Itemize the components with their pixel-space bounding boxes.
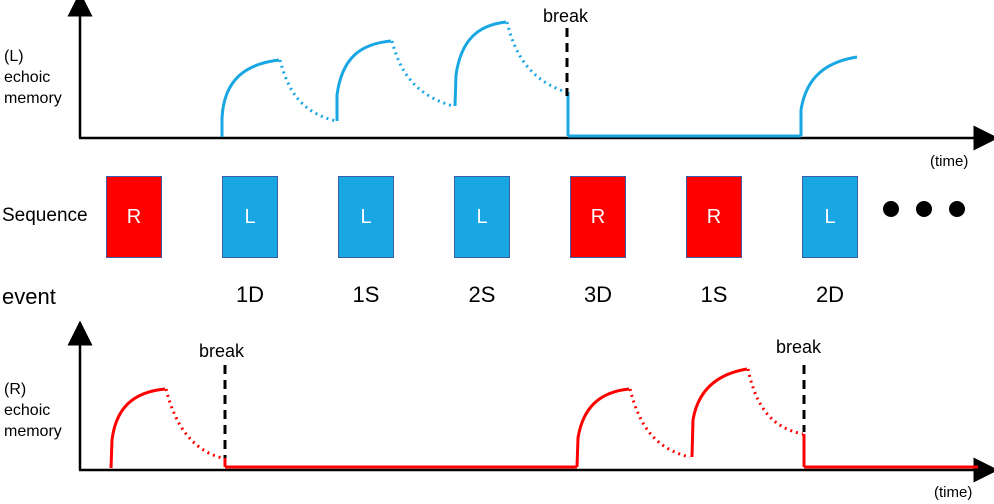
block-letter: L bbox=[360, 205, 372, 228]
event-code: 2S bbox=[468, 282, 496, 307]
top-break-label: break bbox=[543, 6, 589, 26]
bottom-axis-label-line: (R) bbox=[4, 381, 27, 398]
event-code: 2D bbox=[815, 282, 845, 307]
top-time-label: (time) bbox=[930, 153, 969, 170]
block-letter: R bbox=[590, 205, 606, 228]
event-code: 1S bbox=[352, 282, 380, 307]
block-letter: R bbox=[126, 205, 142, 228]
sequence-block-l: L bbox=[802, 176, 858, 258]
bottom-axis-label-line: echoic bbox=[4, 402, 51, 419]
top-axis-label-line: (L) bbox=[4, 48, 24, 65]
block-letter: L bbox=[476, 205, 488, 228]
top-axis-label-line: memory bbox=[4, 90, 62, 107]
event-code: 1S bbox=[700, 282, 728, 307]
event-code: 3D bbox=[583, 282, 613, 307]
block-letter: L bbox=[244, 205, 256, 228]
block-letter: L bbox=[824, 205, 836, 228]
bottom-memory-curve bbox=[109, 367, 978, 469]
bottom-axis-label: (R) echoic memory bbox=[4, 379, 62, 442]
continuation-dot bbox=[949, 201, 965, 217]
bottom-break-label-1: break bbox=[199, 341, 245, 361]
sequence-block-l: L bbox=[222, 176, 278, 258]
sequence-block-r: R bbox=[570, 176, 626, 258]
top-memory-curve bbox=[220, 20, 858, 138]
sequence-block-r: R bbox=[686, 176, 742, 258]
continuation-dot bbox=[883, 201, 899, 217]
sequence-label: Sequence bbox=[2, 205, 88, 226]
bottom-axis-label-line: memory bbox=[4, 423, 62, 440]
bottom-time-label: (time) bbox=[934, 484, 973, 501]
continuation-dot bbox=[916, 201, 932, 217]
event-code: 1D bbox=[235, 282, 265, 307]
bottom-break-label-2: break bbox=[776, 337, 822, 357]
sequence-block-l: L bbox=[338, 176, 394, 258]
sequence-block-r: R bbox=[106, 176, 162, 258]
top-axis-label: (L) echoic memory bbox=[4, 46, 62, 109]
block-letter: R bbox=[706, 205, 722, 228]
top-axis-label-line: echoic bbox=[4, 69, 51, 86]
event-label: event bbox=[2, 284, 56, 309]
sequence-block-l: L bbox=[454, 176, 510, 258]
